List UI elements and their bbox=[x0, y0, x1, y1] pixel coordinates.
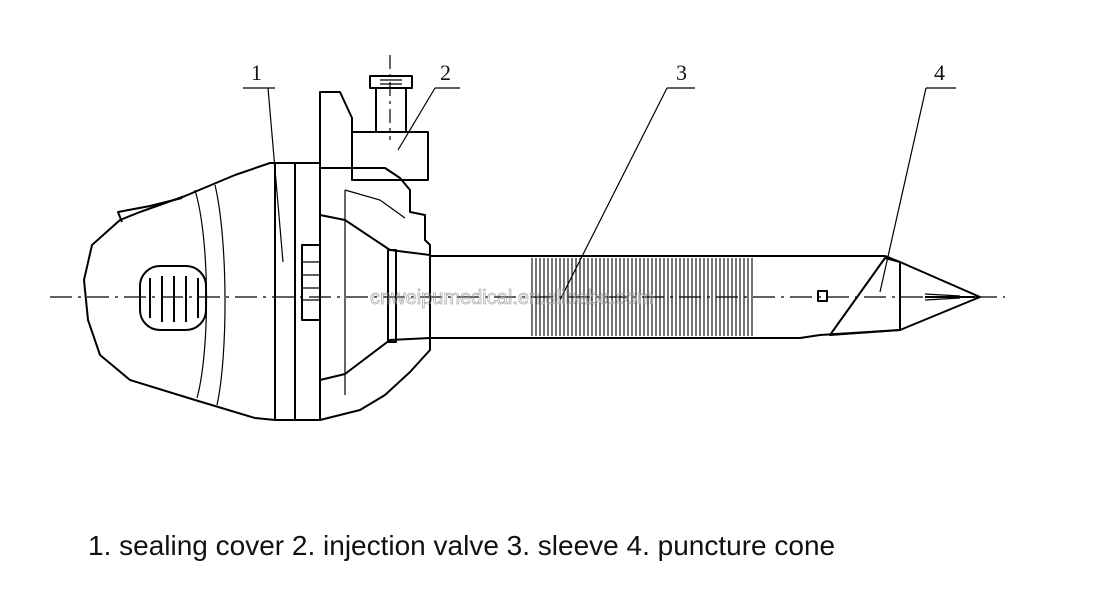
legend-caption: 1. sealing cover 2. injection valve 3. s… bbox=[88, 530, 836, 561]
injection-valve bbox=[319, 75, 429, 181]
label-3: 3 bbox=[676, 60, 687, 85]
leader-lines bbox=[243, 87, 956, 301]
ring-collar bbox=[274, 162, 321, 421]
label-2: 2 bbox=[440, 60, 451, 85]
puncture-cone bbox=[829, 257, 981, 336]
label-1: 1 bbox=[251, 60, 262, 85]
grip-slot bbox=[139, 265, 207, 331]
sealing-cover bbox=[83, 162, 276, 421]
label-4: 4 bbox=[934, 60, 945, 85]
sleeve-ribs bbox=[531, 258, 753, 336]
side-hole bbox=[817, 290, 828, 302]
watermark-text: cnweipumedical.en.alibaba.com bbox=[370, 287, 654, 309]
